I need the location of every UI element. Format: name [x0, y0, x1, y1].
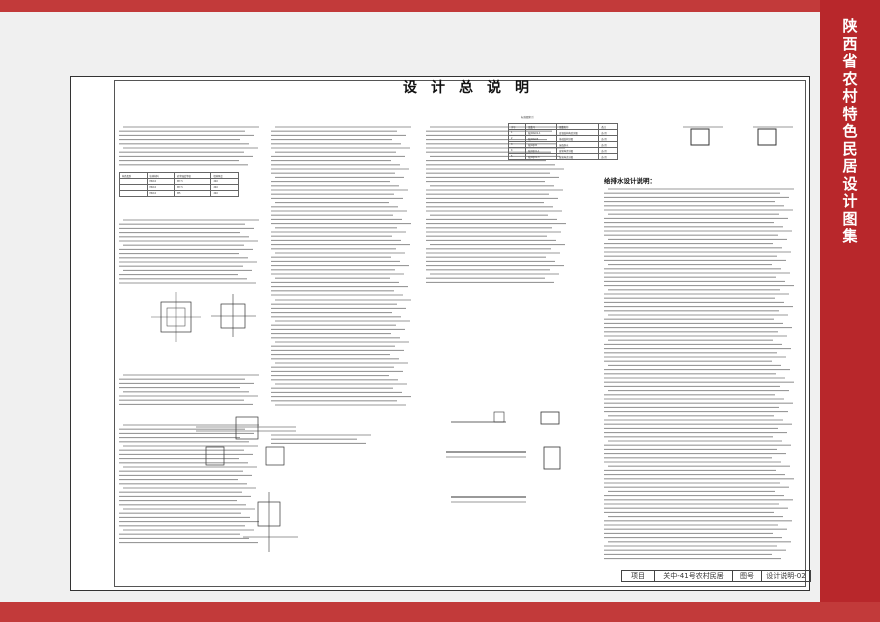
atlas-title-char: 省: [842, 52, 858, 70]
atlas-title-char: 图: [842, 209, 858, 228]
wall-connection-detail: [196, 416, 296, 466]
table-cell: MU10: [146, 190, 176, 197]
atlas-title-char: 计: [842, 192, 858, 210]
atlas-title-char: 集: [842, 227, 858, 245]
project-name: 关中-41号农村民居: [655, 571, 733, 581]
top-banner: [0, 0, 880, 12]
anchor-detail: [243, 492, 298, 552]
text-lines-col2: [271, 126, 411, 444]
table-cell: [119, 190, 148, 197]
drawing-label: 图号: [733, 571, 762, 581]
project-label: 项目: [622, 571, 655, 581]
beam-reinforcement-detail: [446, 411, 561, 503]
atlas-title-char: 农: [842, 69, 858, 88]
drawing-frame: [114, 80, 806, 587]
table-cell: 选 用: [598, 153, 618, 160]
atlas-title-char: 民: [842, 139, 858, 158]
atlas-title-char: 特: [842, 104, 858, 123]
pipe-section-detail: [683, 126, 793, 146]
text-lines-col3: [426, 126, 566, 283]
text-lines-col4: [604, 188, 794, 560]
side-banner: [820, 0, 880, 622]
atlas-title-char: 居: [842, 157, 858, 175]
title-block: 项目 关中-41号农村民居 图号 设计说明-02: [621, 570, 811, 582]
drainage-notes: [604, 187, 804, 569]
structure-notes-col3: [426, 125, 576, 407]
atlas-title-char: 陕: [842, 17, 858, 35]
structure-notes-col2: [271, 125, 421, 567]
table-cell: M5: [174, 190, 212, 197]
table-cell: 陕09J01-3: [525, 153, 558, 160]
table-cell: 建筑构造详图: [556, 153, 600, 160]
sheet-title: 设计总说明: [403, 80, 543, 96]
atlas-title-char: 设: [842, 174, 858, 193]
atlas-title: 陕西省农村特色民居设计图集: [836, 17, 864, 246]
bottom-banner: [0, 602, 880, 622]
atlas-title-char: 村: [842, 87, 858, 105]
column-detail-drawing: [151, 292, 256, 342]
table-cell: 5: [507, 153, 527, 160]
atlas-title-char: 西: [842, 34, 858, 53]
drawing-number: 设计说明-02: [766, 572, 806, 580]
atlas-title-char: 色: [842, 122, 858, 140]
index-table-title: 标准图索引: [521, 116, 534, 119]
drainage-notes-title: 给排水设计说明：: [604, 177, 656, 185]
structure-notes-col1: [119, 125, 269, 567]
text-lines-col1: [119, 126, 259, 544]
table-cell: 240: [210, 190, 239, 197]
